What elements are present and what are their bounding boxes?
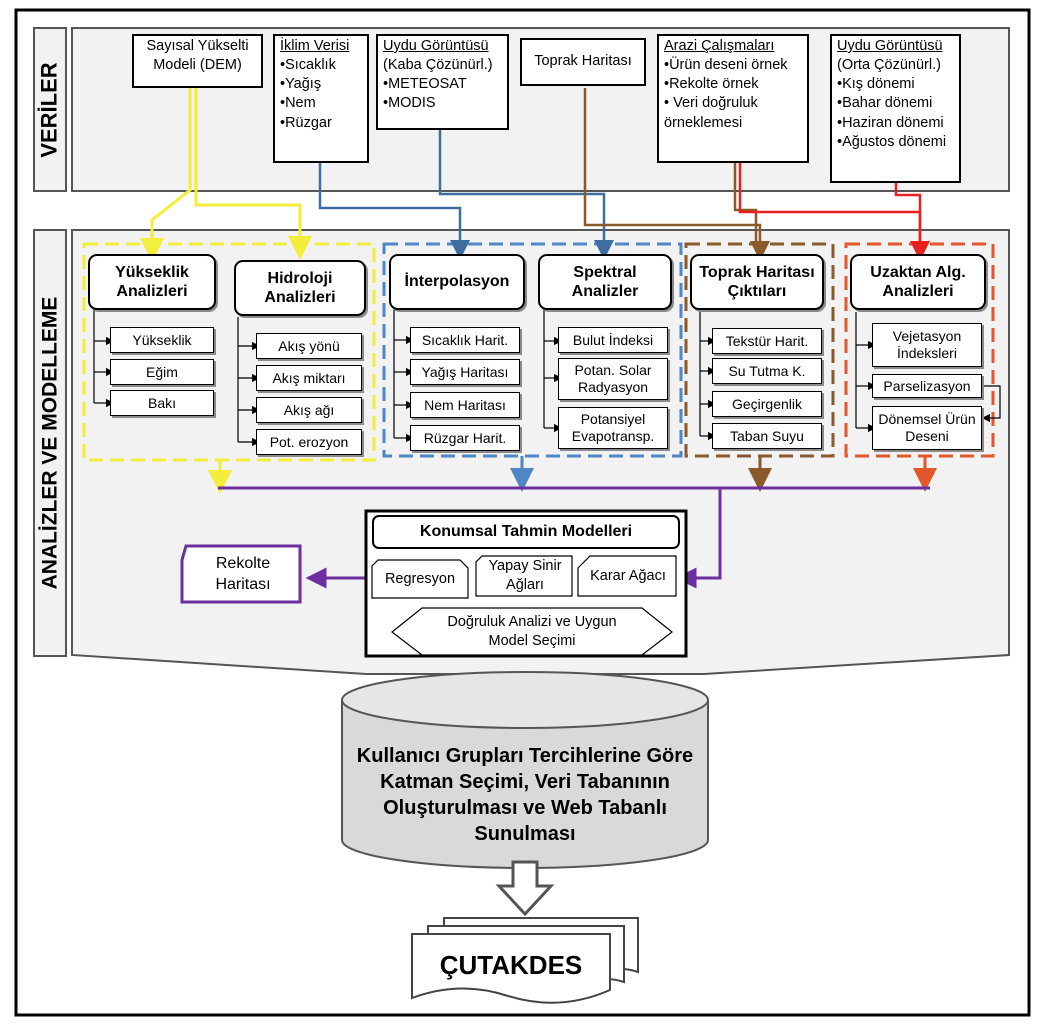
analysis-item-water-holding: Su Tutma K.: [712, 358, 822, 384]
data-source-item: •METEOSAT: [383, 76, 467, 93]
data-source-title: Toprak Haritası: [534, 53, 632, 70]
data-source-item: (Kaba Çözünürl.): [383, 57, 493, 74]
model-neural-network: Yapay Sinir Ağları: [488, 558, 562, 593]
arrow-satellite-spectral: [438, 130, 614, 260]
analysis-item-humidity-map: Nem Haritası: [410, 392, 520, 418]
tree-soil: [699, 312, 717, 441]
yield-map: Rekolte Haritası: [215, 555, 271, 593]
arrow-dem-elevation: [140, 88, 192, 262]
data-source-item: •MODIS: [383, 95, 436, 112]
data-source-item: •Rekolte örnek: [664, 76, 759, 93]
accuracy-analysis: Doğruluk Analizi ve Uygun Model Seçimi: [447, 614, 617, 649]
data-source-climate: İklim Verisi •Sıcaklık •Yağış •Nem •Rüzg…: [273, 34, 369, 163]
arrow-climate-interpolation: [318, 163, 470, 260]
tree-elevation: [93, 305, 115, 408]
model-shape-2: [577, 555, 677, 597]
group-header-elevation: Yükseklik Analizleri: [88, 254, 216, 310]
data-source-field-work: Arazi Çalışmaları •Ürün deseni örnek •Re…: [657, 34, 809, 163]
analysis-item-solar-radiation: Potan. Solar Radyasyon: [558, 358, 668, 400]
analysis-item-precipitation-map: Yağış Haritası: [410, 359, 520, 385]
model-decision-tree: Karar Ağacı: [590, 567, 666, 584]
analysis-section-label-box: [33, 229, 67, 657]
data-source-title: Sayısal Yükselti Modeli (DEM): [146, 38, 249, 74]
model-shape-0: [371, 559, 469, 599]
data-source-soil-map: Toprak Haritası: [520, 38, 646, 86]
arrow-to-models: [675, 488, 722, 589]
data-source-satellite-coarse: Uydu Görüntüsü (Kaba Çözünürl.) •METEOSA…: [376, 34, 509, 130]
group-frame-climate: [382, 242, 683, 458]
tree-remote: [855, 312, 1001, 433]
data-source-item: •Rüzgar: [280, 114, 332, 131]
analysis-item-flow-direction: Akış yönü: [256, 333, 362, 359]
arrow-dem-hydrology: [194, 88, 312, 260]
arrow-field-soil: [733, 163, 758, 251]
analysis-item-permeability: Geçirgenlik: [712, 391, 822, 417]
model-regression: Regresyon: [384, 570, 456, 587]
data-source-item: •Haziran dönemi: [837, 114, 944, 131]
analysis-item-erosion: Pot. erozyon: [256, 429, 362, 455]
data-section-label-box: [33, 27, 67, 192]
output-arrow: [495, 860, 555, 917]
group-header-soil-output: Toprak Haritası Çıktıları: [690, 254, 824, 310]
analysis-item-vegetation-indices: Vejetasyon İndeksleri: [872, 323, 982, 367]
arrow-satellite-remote: [894, 183, 922, 251]
data-source-satellite-medium: Uydu Görüntüsü (Orta Çözünürl.) •Kış dön…: [830, 34, 961, 183]
doc-front: [411, 933, 611, 1004]
database-label: Kullanıcı Grupları Tercihlerine Göre Kat…: [356, 745, 694, 845]
analysis-item-slope: Eğim: [110, 359, 214, 385]
models-title: Konumsal Tahmin Modelleri: [372, 515, 680, 549]
model-shape-1: [475, 555, 573, 597]
data-source-title: Uydu Görüntüsü: [383, 38, 489, 54]
data-source-dem: Sayısal Yükselti Modeli (DEM): [132, 34, 263, 88]
analysis-item-flow-amount: Akış miktarı: [256, 365, 362, 391]
group-header-remote-sensing: Uzaktan Alg. Analizleri: [850, 254, 986, 310]
tree-interpolation: [393, 310, 415, 443]
arrow-soil-output: [583, 88, 770, 261]
analysis-item-cloud-index: Bulut İndeksi: [558, 327, 668, 353]
data-source-item: •Ürün deseni örnek: [664, 57, 788, 74]
database-cylinder-top: [341, 671, 709, 729]
tree-hydrology: [237, 317, 261, 447]
data-source-item: •Ağustos dönemi: [837, 133, 947, 150]
analysis-item-parcelization: Parselizasyon: [872, 374, 982, 398]
data-source-item: •Kış dönemi: [837, 76, 915, 93]
data-source-item: • Veri doğruluk: [664, 95, 758, 112]
analysis-item-elevation: Yükseklik: [110, 327, 214, 353]
analysis-item-temperature-map: Sıcaklık Harit.: [410, 327, 520, 353]
tree-spectral: [543, 310, 563, 433]
analysis-item-flow-network: Akış ağı: [256, 397, 362, 423]
output-label: ÇUTAKDES: [439, 949, 583, 980]
data-source-item: •Sıcaklık: [280, 57, 336, 74]
group-header-hydrology: Hidroloji Analizleri: [234, 260, 366, 316]
data-source-item: örneklemesi: [664, 114, 743, 131]
analysis-section-label: ANALİZLER VE MODELLEME: [38, 296, 61, 590]
data-source-item: •Bahar dönemi: [837, 95, 933, 112]
data-source-title: İklim Verisi: [280, 38, 350, 54]
analysis-item-seasonal-crop-pattern: Dönemsel Ürün Deseni: [872, 406, 982, 450]
data-section-label: VERİLER: [37, 61, 63, 158]
data-source-item: •Nem: [280, 95, 316, 112]
analysis-item-groundwater: Taban Suyu: [712, 423, 822, 449]
group-header-spectral: Spektral Analizler: [538, 254, 672, 310]
data-source-title: Uydu Görüntüsü: [837, 38, 943, 54]
analysis-item-aspect: Bakı: [110, 390, 214, 416]
analysis-item-wind-map: Rüzgar Harit.: [410, 425, 520, 451]
group-frame-elevation: [82, 242, 376, 462]
data-source-title: Arazi Çalışmaları: [664, 38, 775, 54]
accuracy-hexagon: [391, 607, 673, 656]
analysis-item-evapotranspiration: Potansiyel Evapotransp.: [558, 407, 668, 449]
analysis-item-texture-map: Tekstür Harit.: [712, 328, 822, 354]
data-source-item: (Orta Çözünürl.): [837, 57, 941, 74]
group-header-interpolation: İnterpolasyon: [389, 254, 525, 310]
data-source-item: •Yağış: [280, 76, 322, 93]
yield-map-shape: [180, 544, 302, 604]
